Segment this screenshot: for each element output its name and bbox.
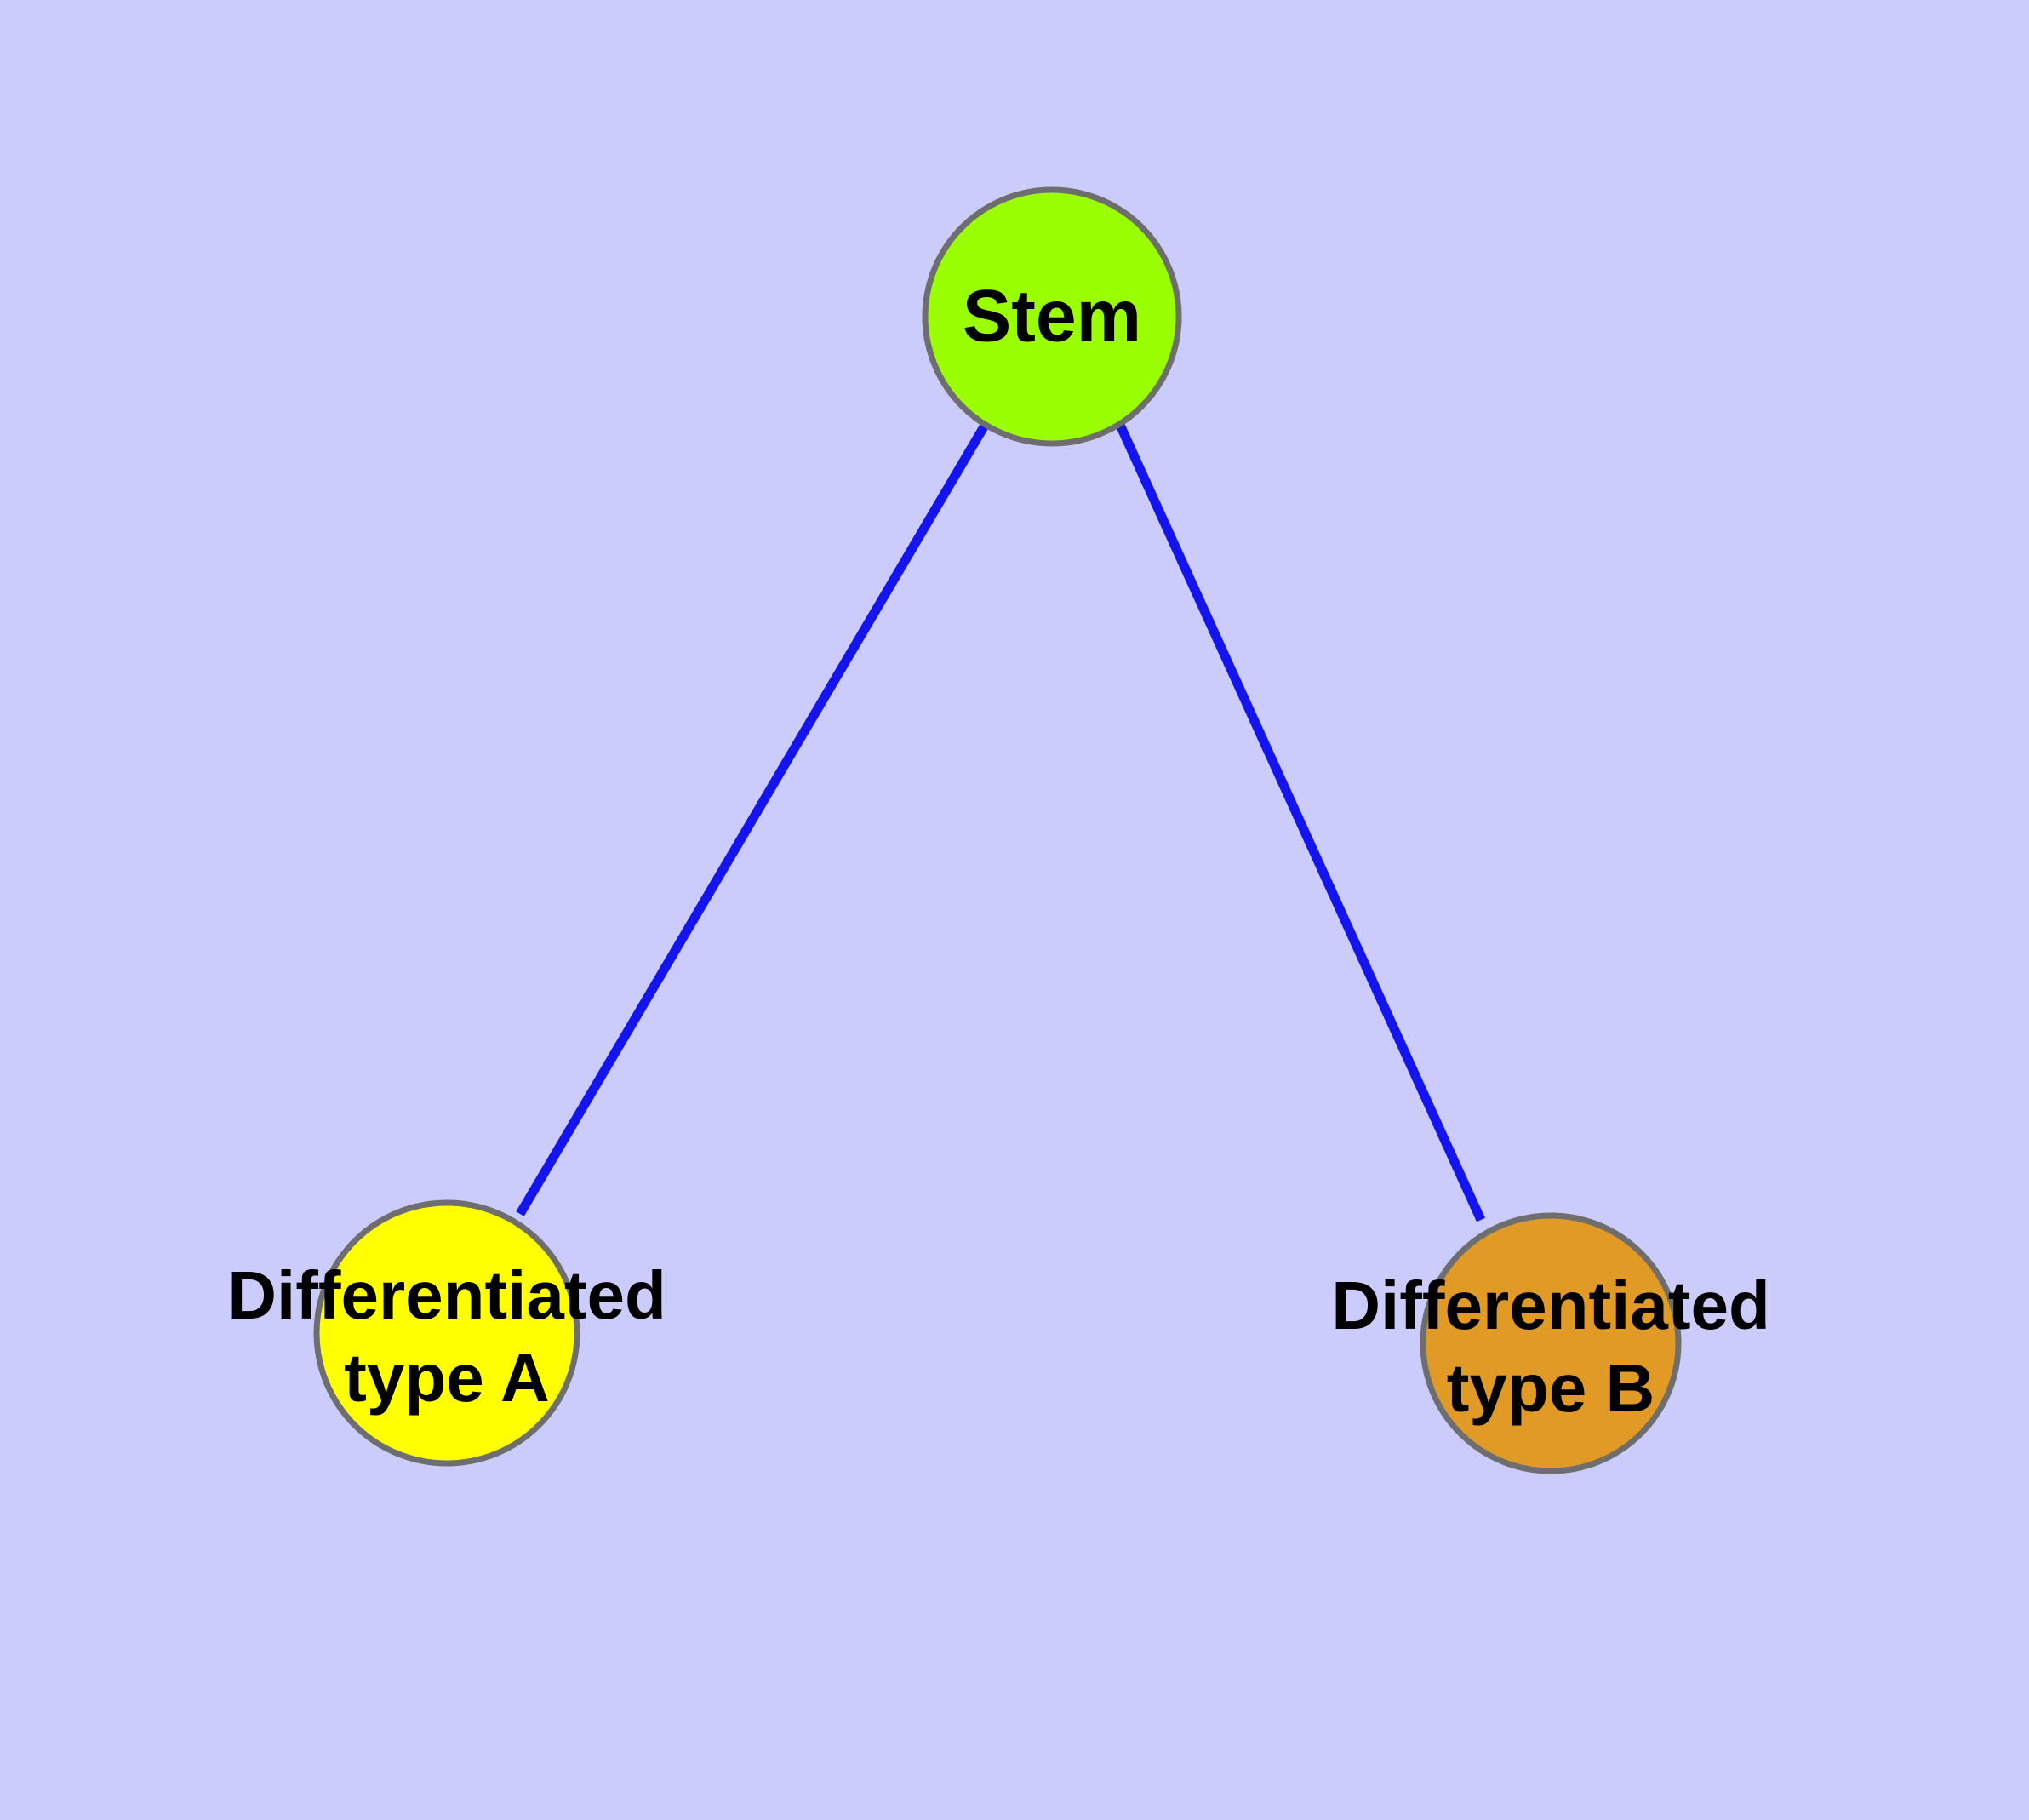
node-differentiated-type-b-circle[interactable]	[1420, 1212, 1682, 1474]
node-differentiated-type-a-label-line-1: Differentiated	[227, 1257, 666, 1333]
node-differentiated-type-b[interactable]	[1420, 1212, 1682, 1474]
edges-layer	[516, 421, 1486, 1222]
node-stem-circle[interactable]	[922, 186, 1182, 447]
node-differentiated-type-a-circle[interactable]	[313, 1199, 580, 1467]
node-stem-label: Stem	[963, 276, 1141, 358]
node-differentiated-type-b-label-line-2: type B	[1447, 1350, 1655, 1426]
labels-layer: Stem Differentiated type A Differentiate…	[227, 276, 1770, 1426]
node-differentiated-type-a-label-line-2: type A	[344, 1340, 550, 1416]
node-differentiated-type-a[interactable]	[313, 1199, 580, 1467]
edge-stem-to-differentiated-type-b[interactable]	[1114, 421, 1486, 1222]
node-stem[interactable]	[922, 186, 1182, 447]
nodes-layer	[313, 186, 1682, 1474]
edge-stem-to-differentiated-type-a[interactable]	[516, 421, 990, 1216]
node-differentiated-type-b-label-line-1: Differentiated	[1331, 1268, 1770, 1343]
